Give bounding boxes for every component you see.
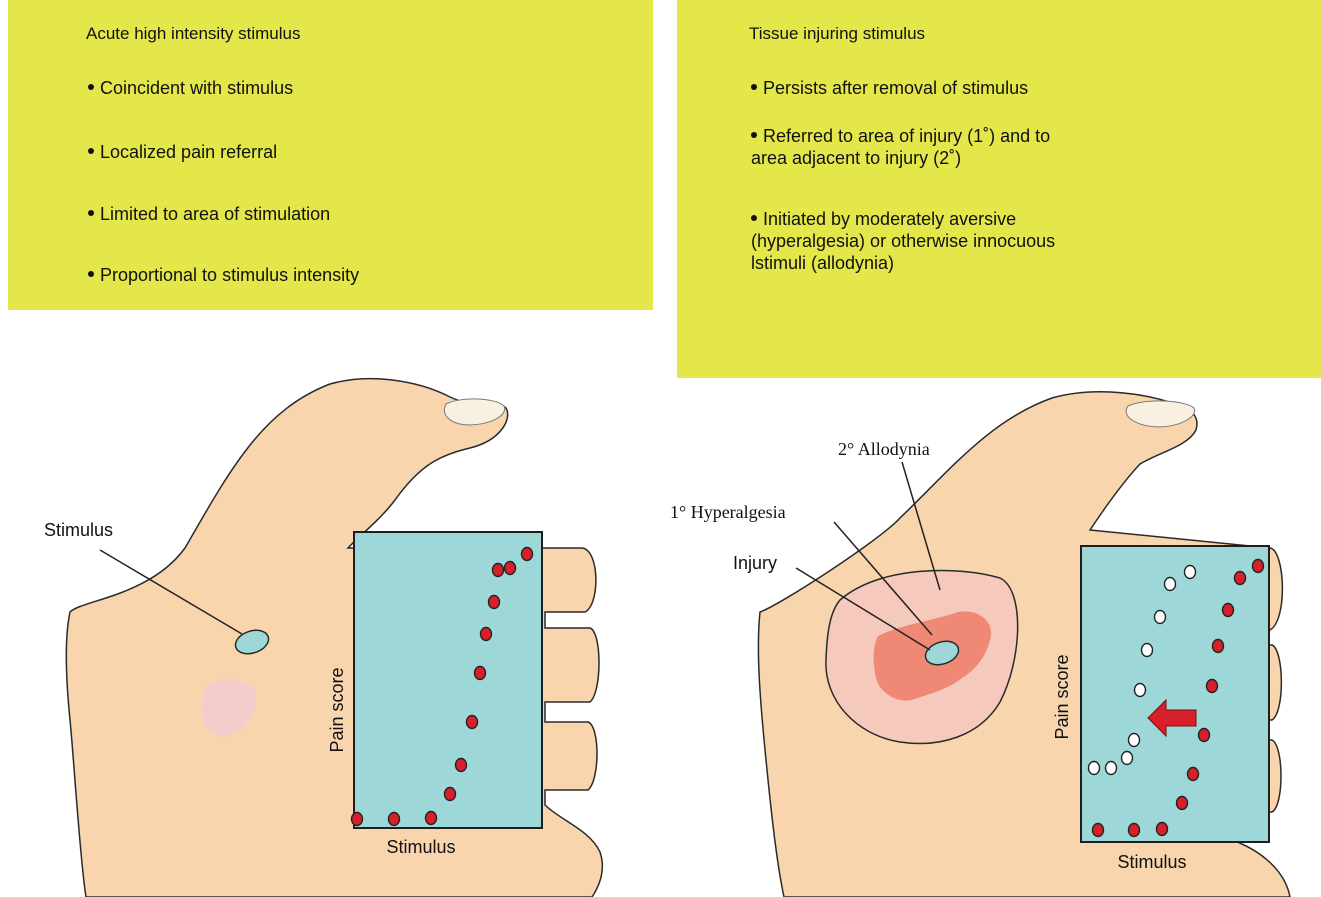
pain-data-point <box>426 812 437 825</box>
pain-data-point <box>352 813 363 826</box>
pain-data-point <box>505 562 516 575</box>
pain-data-point <box>489 596 500 609</box>
right-graph-area <box>1081 546 1269 842</box>
pain-data-point <box>1177 797 1188 810</box>
left-graph-area <box>354 532 542 828</box>
shifted-pain-data-point <box>1135 684 1146 697</box>
pain-data-point <box>389 813 400 826</box>
shifted-pain-data-point <box>1106 762 1117 775</box>
shifted-pain-data-point <box>1122 752 1133 765</box>
pain-data-point <box>481 628 492 641</box>
pain-data-point <box>1157 823 1168 836</box>
right-graph-ylabel: Pain score <box>1052 654 1072 739</box>
pain-data-point <box>1235 572 1246 585</box>
injury-label: Injury <box>733 553 777 573</box>
allodynia-label: 2° Allodynia <box>838 439 930 459</box>
left-graph-xlabel: Stimulus <box>386 837 455 857</box>
pain-data-point <box>475 667 486 680</box>
pain-data-point <box>1253 560 1264 573</box>
shifted-pain-data-point <box>1165 578 1176 591</box>
shifted-pain-data-point <box>1155 611 1166 624</box>
right-graph-xlabel: Stimulus <box>1117 852 1186 872</box>
pain-data-point <box>467 716 478 729</box>
shifted-pain-data-point <box>1129 734 1140 747</box>
pain-data-point <box>1129 824 1140 837</box>
right-pain-graph: Pain score Stimulus <box>1052 546 1269 872</box>
pain-data-point <box>1188 768 1199 781</box>
pain-data-point <box>1213 640 1224 653</box>
left-graph-ylabel: Pain score <box>327 667 347 752</box>
pain-data-point <box>1223 604 1234 617</box>
shifted-pain-data-point <box>1089 762 1100 775</box>
pain-data-point <box>1199 729 1210 742</box>
pain-data-point <box>493 564 504 577</box>
pain-data-point <box>1093 824 1104 837</box>
shifted-pain-data-point <box>1185 566 1196 579</box>
pain-data-point <box>445 788 456 801</box>
pain-data-point <box>522 548 533 561</box>
pain-data-point <box>1207 680 1218 693</box>
pain-data-point <box>456 759 467 772</box>
left-pain-graph: Pain score Stimulus <box>327 532 542 857</box>
left-stimulus-label: Stimulus <box>44 520 113 540</box>
shifted-pain-data-point <box>1142 644 1153 657</box>
hyperalgesia-label: 1° Hyperalgesia <box>670 502 786 522</box>
